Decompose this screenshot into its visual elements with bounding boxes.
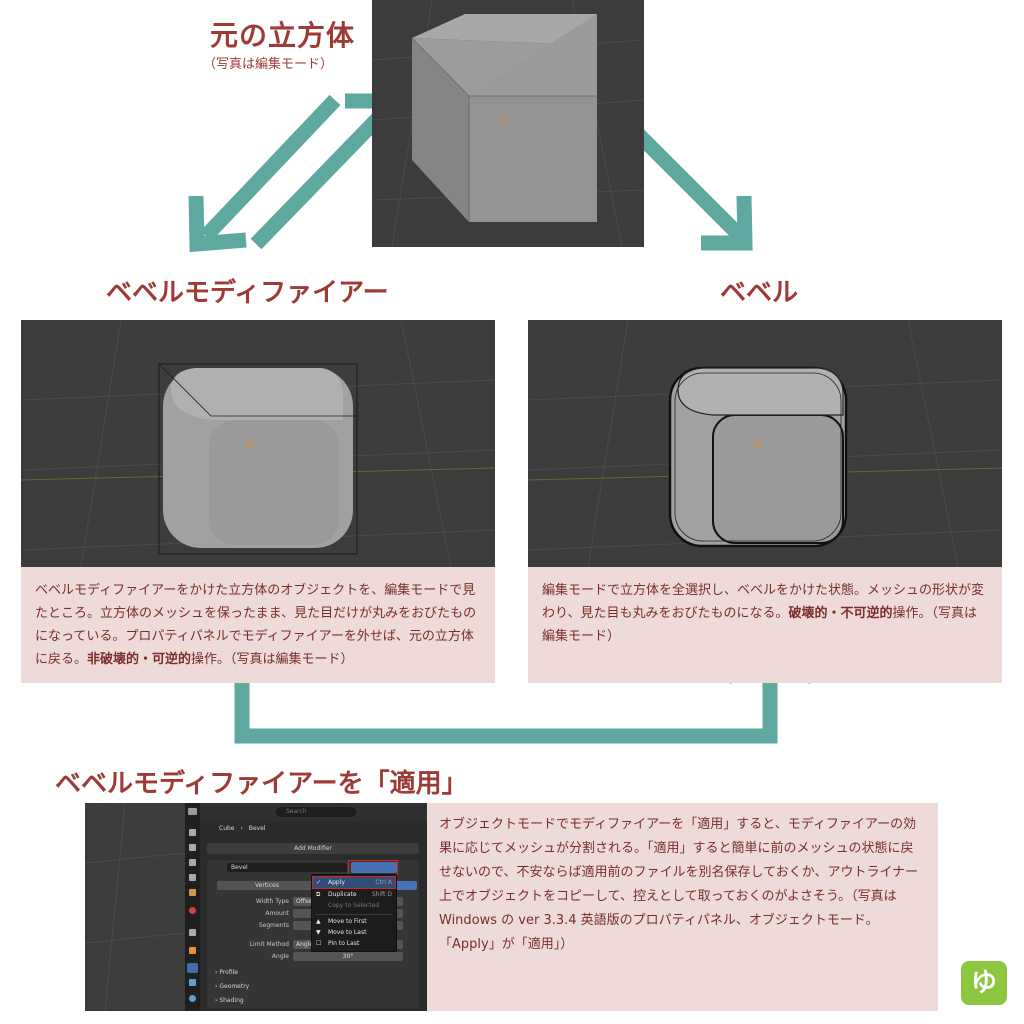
site-logo: ゆ (961, 961, 1007, 1005)
properties-editor: Search Cube › Bevel Add Modifier Bevel V… (185, 803, 427, 1011)
menu-item-pin-to-last[interactable]: ☐ Pin to Last (312, 938, 396, 949)
world-tab-icon[interactable] (189, 907, 196, 914)
menu-duplicate-label: Duplicate (328, 891, 357, 898)
checkbox-icon: ☐ (316, 940, 322, 947)
render-tab-icon[interactable] (189, 844, 196, 851)
menu-move-first-label: Move to First (328, 918, 367, 925)
limit-method-value: Angle (296, 941, 314, 948)
menu-divider (316, 914, 392, 915)
section-geometry-label: Geometry (219, 983, 250, 990)
modifier-name-field[interactable]: Bevel (227, 863, 347, 872)
cube-left-face (412, 38, 469, 222)
menu-item-apply[interactable]: ✓ Apply Ctrl A (312, 877, 396, 888)
cube-top-face (412, 14, 597, 44)
limit-method-label: Limit Method (249, 941, 289, 948)
title-original-cube: 元の立方体 (210, 19, 356, 52)
note-right-bold: 破壊的・不可逆的 (788, 606, 893, 621)
menu-move-last-label: Move to Last (328, 929, 367, 936)
menu-pin-label: Pin to Last (328, 940, 360, 947)
angle-value: 30° (342, 953, 354, 960)
note-bevel-modifier: ベベルモディファイアーをかけた立方体のオブジェクトを、編集モードで見たところ。立… (21, 567, 495, 683)
view-layer-tab-icon[interactable] (189, 874, 196, 881)
note-left-text: ベベルモディファイアーをかけた立方体のオブジェクトを、編集モードで見たところ。立… (35, 583, 477, 667)
menu-item-move-to-first[interactable]: ▲ Move to First (312, 916, 396, 927)
add-modifier-label: Add Modifier (294, 845, 332, 852)
menu-item-duplicate[interactable]: ⧉ Duplicate Shift D (312, 889, 396, 900)
breadcrumb: Cube › Bevel (219, 825, 266, 832)
apply-highlight (312, 876, 396, 889)
viewport-original-cube (372, 0, 644, 247)
scene-tab-icon[interactable] (189, 889, 196, 896)
tool-tab-icon[interactable] (189, 829, 196, 836)
section-shading[interactable]: › Shading (215, 997, 244, 1004)
breadcrumb-modifier: Bevel (248, 825, 266, 832)
output-tab-icon[interactable] (189, 859, 196, 866)
amount-label: Amount (265, 910, 289, 917)
object-tab-icon[interactable] (189, 947, 196, 954)
note-left-tail: 操作。（写真は編集モード） (191, 652, 354, 667)
cube-front-face (469, 96, 597, 222)
search-field[interactable]: Search (276, 807, 356, 817)
width-type-value: Offset (296, 898, 315, 905)
properties-screenshot: Search Cube › Bevel Add Modifier Bevel V… (85, 803, 427, 1011)
note-bevel: 編集モードで立方体を全選択し、ベベルをかけた状態。メッシュの形状が変わり、見た目… (528, 567, 1002, 683)
modifier-dropdown-highlight (348, 860, 398, 875)
angle-field[interactable]: 30° (293, 952, 403, 961)
menu-apply-shortcut: Ctrl A (375, 879, 392, 886)
title-bevel: ベベル (720, 278, 799, 308)
breadcrumb-object: Cube (219, 825, 235, 832)
arrow-up-icon: ▲ (316, 918, 321, 925)
modifier-toggle-buttons[interactable] (351, 862, 397, 873)
section-profile-label: Profile (219, 969, 238, 976)
section-shading-label: Shading (219, 997, 244, 1004)
note-apply: オブジェクトモードでモディファイアーを「適用」すると、モディファイアーの効果に応… (427, 803, 938, 1011)
segments-label: Segments (258, 922, 289, 929)
collection-tab-icon[interactable] (189, 929, 196, 936)
modifier-tab-icon[interactable] (187, 963, 198, 973)
add-modifier-button[interactable]: Add Modifier (207, 843, 419, 854)
check-icon: ✓ (316, 879, 322, 886)
menu-item-move-to-last[interactable]: ▼ Move to Last (312, 927, 396, 938)
note-right-tail: 操作。（写真は編集モード） (542, 606, 978, 644)
menu-item-copy-to-selected[interactable]: Copy to Selected (312, 900, 396, 911)
properties-tab-bar (185, 803, 200, 1011)
search-placeholder: Search (286, 808, 307, 815)
vertices-button[interactable]: Vertices (217, 881, 317, 890)
editor-type-icon[interactable] (188, 808, 197, 815)
menu-duplicate-shortcut: Shift D (371, 891, 392, 898)
menu-copy-label: Copy to Selected (328, 902, 380, 909)
viewport-bevel-modifier (21, 320, 495, 567)
title-apply-modifier: ベベルモディファイアーを「適用」 (55, 769, 468, 799)
title-bevel-modifier: ベベルモディファイアー (106, 278, 389, 308)
section-geometry[interactable]: › Geometry (215, 983, 250, 990)
subtitle-original-cube: （写真は編集モード） (203, 57, 334, 72)
note-right-text: 編集モードで立方体を全選択し、ベベルをかけた状態。メッシュの形状が変わり、見た目… (542, 583, 985, 621)
particles-tab-icon[interactable] (189, 979, 196, 986)
width-type-label: Width Type (255, 898, 289, 905)
menu-apply-label: Apply (328, 879, 345, 886)
arrow-to-modifier (200, 94, 341, 242)
viewport-bevel (528, 320, 1002, 567)
duplicate-icon: ⧉ (316, 891, 321, 898)
modifier-extras-menu: ✓ Apply Ctrl A ⧉ Duplicate Shift D Copy … (311, 874, 397, 952)
note-left-bold: 非破壊的・可逆的 (87, 652, 192, 667)
section-profile[interactable]: › Profile (215, 969, 238, 976)
arrow-to-original (250, 102, 394, 250)
note-apply-text: オブジェクトモードでモディファイアーを「適用」すると、モディファイアーの効果に応… (439, 817, 919, 952)
modifier-name: Bevel (231, 864, 248, 871)
properties-header: Search (200, 803, 427, 821)
angle-label: Angle (271, 953, 289, 960)
viewport-strip (85, 803, 185, 1011)
arrow-down-icon: ▼ (316, 929, 321, 936)
vertices-label: Vertices (255, 882, 279, 889)
physics-tab-icon[interactable] (189, 995, 196, 1002)
